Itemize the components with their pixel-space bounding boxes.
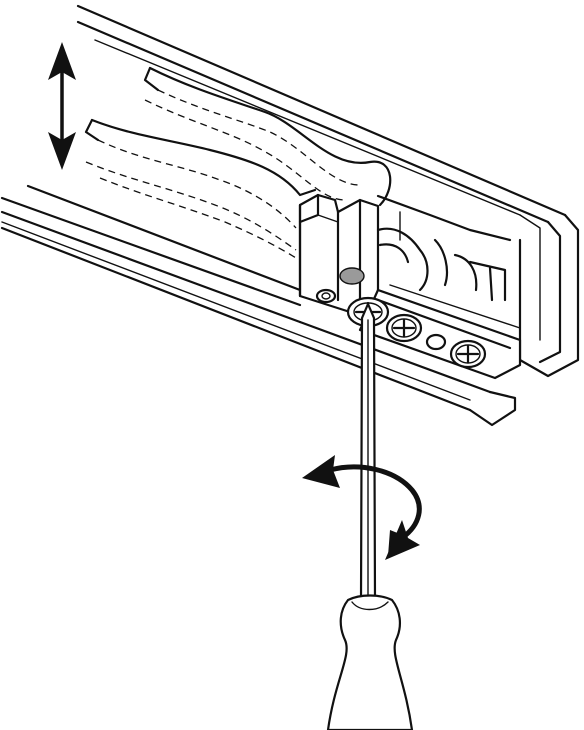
interior-rollers (376, 194, 512, 302)
clamp-block (298, 193, 380, 314)
screw-icon (385, 313, 423, 343)
screw-icon (449, 339, 487, 369)
front-rail (0, 184, 517, 427)
plate-hole (425, 333, 447, 351)
screwdriver-icon (326, 302, 414, 730)
housing-end-cap (518, 213, 580, 378)
mounting-plate (358, 284, 522, 380)
rotation-arrow-icon (302, 455, 422, 560)
double-arrow-icon (48, 42, 76, 170)
housing-top-edge (76, 4, 567, 224)
spring-element (84, 66, 392, 259)
